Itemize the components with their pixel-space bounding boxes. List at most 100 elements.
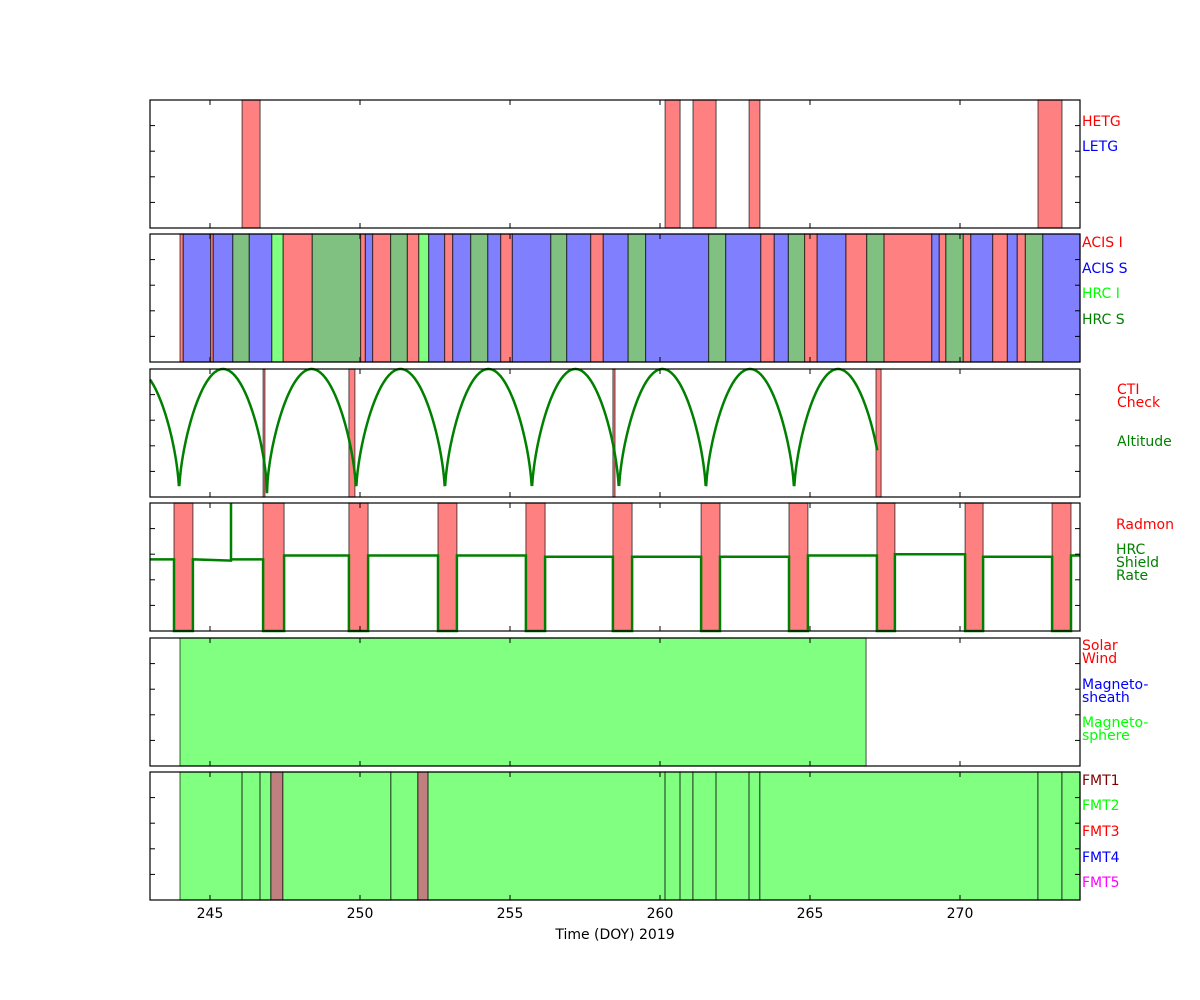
interval-bar [262,368,266,498]
interval-bar [1051,502,1072,632]
legend-label: Shield [1116,555,1159,571]
legend-label: Solar [1082,638,1118,654]
interval-bar [883,233,933,363]
interval-bar [962,233,972,363]
interval-bar [437,502,458,632]
interval-bar [788,502,809,632]
panel-grating: HETG LETG [149,99,1121,229]
legend-label: LETG [1082,139,1118,155]
interval-bar [270,771,284,901]
interval-bar [700,502,721,632]
interval-bar [348,502,369,632]
interval-bar [470,233,489,363]
interval-bar [866,233,885,363]
interval-bar [692,99,717,229]
interval-bar [311,233,362,363]
legend-label: FMT2 [1082,798,1120,814]
legend-label: Magneto- [1082,677,1148,693]
legend-label: Check [1117,395,1161,411]
interval-bar [511,233,552,363]
interval-bar [816,233,847,363]
interval-bar [550,233,568,363]
interval-bar [282,771,392,901]
interval-bar [179,637,867,767]
interval-bar [487,233,502,363]
legend-label: Magneto- [1082,715,1148,731]
interval-bar [773,233,789,363]
legend-label: HETG [1082,114,1121,130]
x-tick-label: 245 [197,906,224,922]
x-tick-label: 260 [647,906,674,922]
interval-bar [627,233,647,363]
panel-frame [149,502,1081,632]
legend-label: FMT1 [1082,773,1120,789]
interval-bar [241,771,261,901]
interval-bar [612,502,633,632]
interval-bar [418,233,430,363]
interval-bar [679,771,694,901]
interval-bar [452,233,472,363]
interval-bar [182,233,212,363]
legend-label: CTI [1117,382,1139,398]
panel-frame [149,233,1081,363]
x-axis-label: Time (DOY) 2019 [554,927,674,943]
interval-bar [692,771,717,901]
interval-bar [390,771,419,901]
interval-bar [748,99,761,229]
interval-bar [1042,233,1081,363]
legend-label: FMT4 [1082,850,1120,866]
interval-bar [179,771,243,901]
interval-bar [707,233,727,363]
interval-bar [644,233,710,363]
interval-bar [664,771,681,901]
interval-bar [1061,771,1081,901]
interval-bar [931,233,940,363]
interval-bar [602,233,629,363]
interval-bar [876,502,896,632]
interval-bar [259,771,272,901]
legend-label: Radmon [1116,517,1174,533]
interval-bar [372,233,392,363]
interval-bar [444,233,454,363]
interval-bar [945,233,964,363]
interval-bar [715,771,750,901]
x-tick-label: 270 [947,906,974,922]
interval-bar [612,368,616,498]
interval-bar [417,771,429,901]
panel-frame [149,637,1081,767]
interval-bar [964,502,984,632]
interval-bar [428,233,446,363]
interval-bar [241,99,261,229]
interval-bar [364,233,374,363]
interval-bar [1016,233,1026,363]
interval-bar [748,771,761,901]
interval-bar [1006,233,1018,363]
interval-bar [566,233,592,363]
x-tick-label: 255 [497,906,524,922]
legend-label: Rate [1116,568,1148,584]
interval-bar [282,233,313,363]
panel-frame [149,99,1081,229]
interval-bar [845,233,868,363]
interval-bar [271,233,284,363]
interval-bar [992,233,1009,363]
legend-label: Wind [1082,651,1117,667]
interval-bar [664,99,681,229]
interval-bar [262,502,285,632]
interval-bar [360,233,367,363]
panel-frame [149,368,1081,498]
legend-label: ACIS I [1082,235,1123,251]
legend-label: FMT5 [1082,875,1120,891]
interval-bar [500,233,514,363]
interval-bar [787,233,806,363]
interval-bar [759,771,1039,901]
interval-bar [803,233,818,363]
interval-bar [427,771,666,901]
altitude-line [149,367,879,494]
interval-bar [875,368,882,498]
legend-label: Altitude [1117,434,1172,450]
